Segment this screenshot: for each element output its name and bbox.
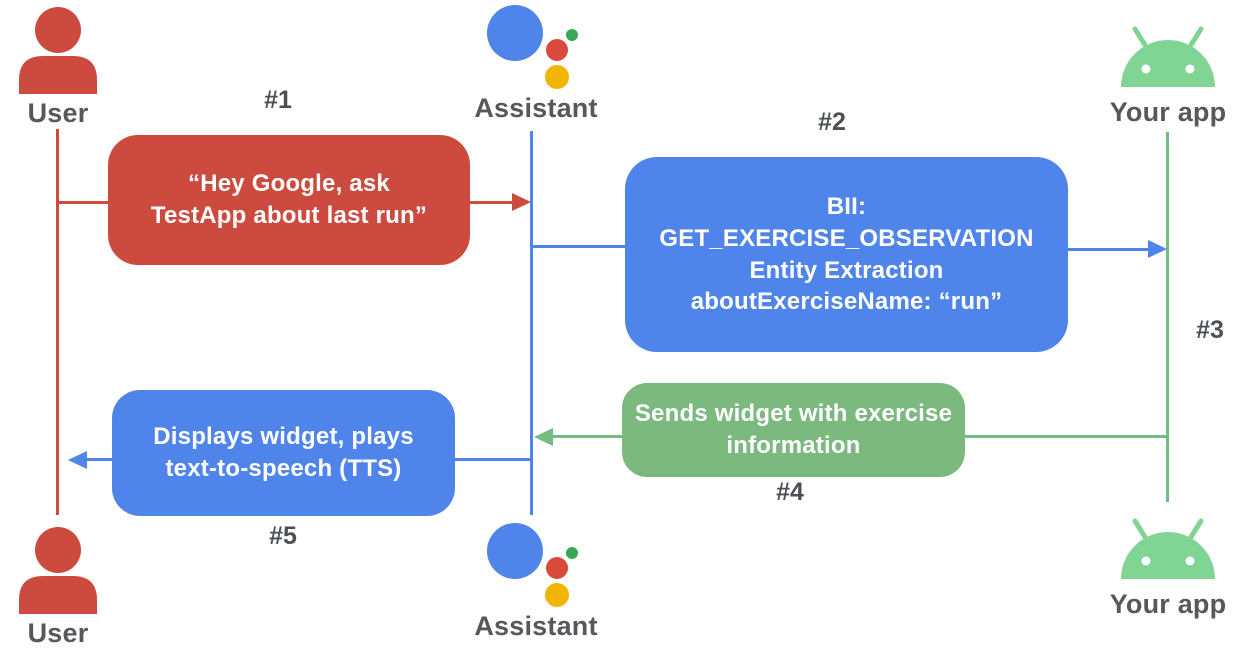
actor-label-user-top: User [27, 98, 89, 128]
actor-user-top: User [8, 6, 108, 129]
actor-label-your-app-bottom: Your app [1109, 589, 1227, 619]
arrowhead-4-left-icon [534, 428, 553, 446]
step-label-5: #5 [269, 522, 297, 550]
message-box-5: Displays widget, plays text-to-speech (T… [112, 390, 455, 516]
actor-your-app-top: Your app [1110, 26, 1226, 128]
person-icon [19, 527, 97, 614]
android-robot-icon [1121, 518, 1215, 579]
arrowhead-5-left-icon [68, 451, 87, 469]
android-robot-icon [1121, 26, 1215, 87]
lifeline-assistant [530, 131, 533, 515]
actor-label-assistant-bottom: Assistant [474, 611, 598, 641]
actor-label-assistant-top: Assistant [474, 93, 598, 123]
actor-user-bottom: User [8, 526, 108, 649]
step-label-3: #3 [1196, 316, 1224, 344]
message-box-1: “Hey Google, ask TestApp about last run” [108, 135, 470, 265]
google-assistant-icon [487, 523, 578, 607]
message-box-4: Sends widget with exercise information [622, 383, 965, 477]
connector-5-right [455, 458, 532, 461]
lifeline-your-app [1166, 132, 1169, 502]
step-label-1: #1 [264, 86, 292, 114]
step-label-4: #4 [776, 478, 804, 506]
google-assistant-icon [487, 5, 578, 89]
actor-assistant-bottom: Assistant [474, 523, 597, 642]
person-icon [19, 7, 97, 94]
step-label-2: #2 [818, 108, 846, 136]
connector-5-left [86, 458, 112, 461]
connector-2-left [533, 245, 625, 248]
lifeline-user [56, 129, 59, 515]
connector-2-right [1068, 248, 1149, 251]
actor-label-user-bottom: User [27, 618, 89, 648]
connector-4-left [552, 435, 622, 438]
connector-4-right [965, 435, 1168, 438]
connector-1-left [57, 201, 108, 204]
actor-label-your-app-top: Your app [1109, 97, 1227, 127]
actor-assistant-top: Assistant [474, 5, 597, 124]
arrowhead-2-right-icon [1148, 240, 1167, 258]
message-box-2: BII: GET_EXERCISE_OBSERVATION Entity Ext… [625, 157, 1068, 352]
arrowhead-1-right-icon [512, 193, 531, 211]
connector-1-right [470, 201, 513, 204]
actor-your-app-bottom: Your app [1110, 518, 1226, 620]
